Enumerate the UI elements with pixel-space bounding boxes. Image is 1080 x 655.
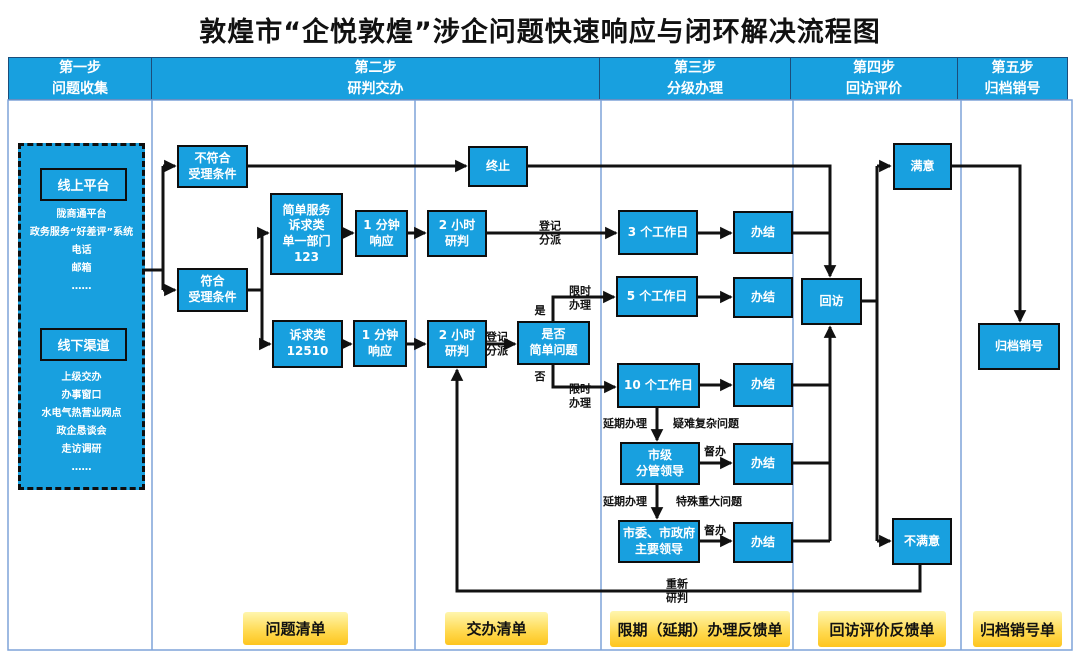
node-appeal-12510: 诉求类 12510 xyxy=(272,320,343,368)
node-complete-1: 办结 xyxy=(733,211,793,254)
node-complete-3: 办结 xyxy=(733,363,793,407)
page-title: 敦煌市“企悦敦煌”涉企问题快速响应与闭环解决流程图 xyxy=(199,17,881,48)
list-item: 电话 xyxy=(71,245,92,256)
edge-label-time-limited-bottom: 限时 办理 xyxy=(569,382,591,409)
online-platform-heading: 线上平台 xyxy=(40,168,127,201)
node-is-simple-question: 是否 简单问题 xyxy=(517,321,590,365)
node-5-workdays: 5 个工作日 xyxy=(616,276,698,317)
list-item: 陇商通平台 xyxy=(56,209,107,220)
column-header-step1: 第一步 问题收集 xyxy=(8,57,152,100)
list-item: 水电气热营业网点 xyxy=(41,408,122,419)
list-item: …… xyxy=(71,281,92,292)
edge-label-no: 否 xyxy=(534,370,546,384)
list-item: 邮箱 xyxy=(71,263,92,274)
list-item: 走访调研 xyxy=(61,444,102,455)
column-header-step5: 第五步 归档销号 xyxy=(957,57,1068,100)
node-accepted: 符合 受理条件 xyxy=(177,268,248,312)
node-one-minute-response-top: 1 分钟 响应 xyxy=(355,210,408,257)
doc-assignment-list: 交办清单 xyxy=(445,612,548,645)
edge-label-extended-1: 延期办理 xyxy=(603,417,647,431)
node-main-leader: 市委、市政府 主要领导 xyxy=(618,520,700,563)
edge-label-supervise-2: 督办 xyxy=(704,524,726,538)
list-item: …… xyxy=(71,462,92,473)
doc-deadline-feedback: 限期（延期）办理反馈单 xyxy=(610,611,790,647)
node-complete-2: 办结 xyxy=(733,277,793,318)
step-header-row: 第一步 问题收集 第二步 研判交办 第三步 分级办理 第四步 回访评价 第五步 … xyxy=(8,57,1072,100)
collection-channels-box: 线上平台 陇商通平台 政务服务“好差评”系统 电话 邮箱 …… 线下渠道 上级交… xyxy=(18,143,145,490)
edge-label-difficult: 疑难复杂问题 xyxy=(673,417,739,431)
edge-label-register-dispatch-top: 登记 分派 xyxy=(539,219,561,246)
column-header-step4: 第四步 回访评价 xyxy=(790,57,958,100)
offline-channel-heading: 线下渠道 xyxy=(40,328,127,361)
node-not-accepted: 不符合 受理条件 xyxy=(177,145,248,188)
node-terminate: 终止 xyxy=(468,146,528,187)
column-header-step3: 第三步 分级办理 xyxy=(599,57,791,100)
node-satisfied: 满意 xyxy=(893,143,952,190)
edge-label-supervise-1: 督办 xyxy=(704,445,726,459)
node-two-hour-review-top: 2 小时 研判 xyxy=(427,210,487,257)
node-archive: 归档销号 xyxy=(978,323,1060,370)
edge-label-extended-2: 延期办理 xyxy=(603,495,647,509)
node-unsatisfied: 不满意 xyxy=(892,518,952,565)
edge-label-register-dispatch-bottom: 登记 分派 xyxy=(486,330,508,357)
edge-label-special: 特殊重大问题 xyxy=(676,495,742,509)
doc-problem-list: 问题清单 xyxy=(243,612,348,645)
doc-revisit-feedback: 回访评价反馈单 xyxy=(818,611,946,647)
edge-label-re-evaluate: 重新 研判 xyxy=(666,577,688,604)
node-3-workdays: 3 个工作日 xyxy=(618,210,698,255)
node-revisit: 回访 xyxy=(801,278,862,325)
online-platform-list: 陇商通平台 政务服务“好差评”系统 电话 邮箱 …… xyxy=(21,209,142,299)
edge-label-yes: 是 xyxy=(534,304,546,318)
node-one-minute-response-bottom: 1 分钟 响应 xyxy=(353,320,407,367)
node-city-leader: 市级 分管领导 xyxy=(620,442,700,485)
node-complete-4: 办结 xyxy=(733,443,793,485)
list-item: 办事窗口 xyxy=(61,390,102,401)
node-10-workdays: 10 个工作日 xyxy=(617,363,700,408)
list-item: 政企恳谈会 xyxy=(56,426,107,437)
node-complete-5: 办结 xyxy=(733,522,793,563)
offline-channel-list: 上级交办 办事窗口 水电气热营业网点 政企恳谈会 走访调研 …… xyxy=(21,372,142,480)
list-item: 政务服务“好差评”系统 xyxy=(29,227,134,238)
list-item: 上级交办 xyxy=(61,372,102,383)
edge-label-time-limited-top: 限时 办理 xyxy=(569,284,591,311)
column-header-step2: 第二步 研判交办 xyxy=(151,57,600,100)
doc-archive-list: 归档销号单 xyxy=(973,611,1062,647)
node-two-hour-review-bottom: 2 小时 研判 xyxy=(427,320,487,368)
node-simple-service: 简单服务 诉求类 单一部门 123 xyxy=(270,193,343,275)
